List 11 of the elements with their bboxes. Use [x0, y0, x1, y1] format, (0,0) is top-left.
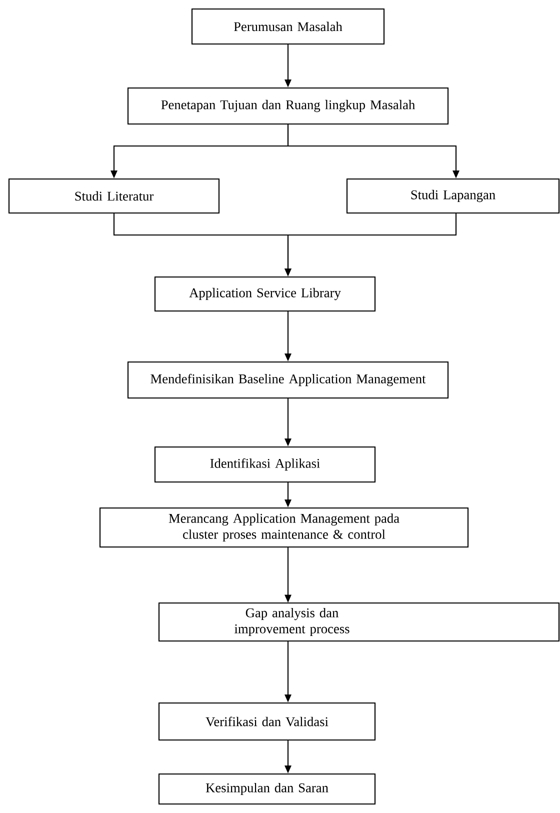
process-box: Kesimpulan dan Saran — [158, 773, 376, 805]
process-box: Verifikasi dan Validasi — [158, 702, 376, 741]
process-box: Penetapan Tujuan dan Ruang lingkup Masalah — [127, 87, 449, 125]
process-box: Studi Lapangan — [346, 178, 560, 214]
process-box: Studi Literatur — [8, 178, 220, 214]
process-box: Application Service Library — [154, 276, 376, 312]
process-box: Merancang Application Management pada cluster proses maintenance & control — [99, 507, 469, 548]
process-box: Perumusan Masalah — [191, 8, 385, 45]
process-box: Gap analysis dan improvement process — [158, 602, 560, 642]
process-box: Identifikasi Aplikasi — [154, 446, 376, 483]
process-box: Mendefinisikan Baseline Application Management — [127, 361, 449, 399]
